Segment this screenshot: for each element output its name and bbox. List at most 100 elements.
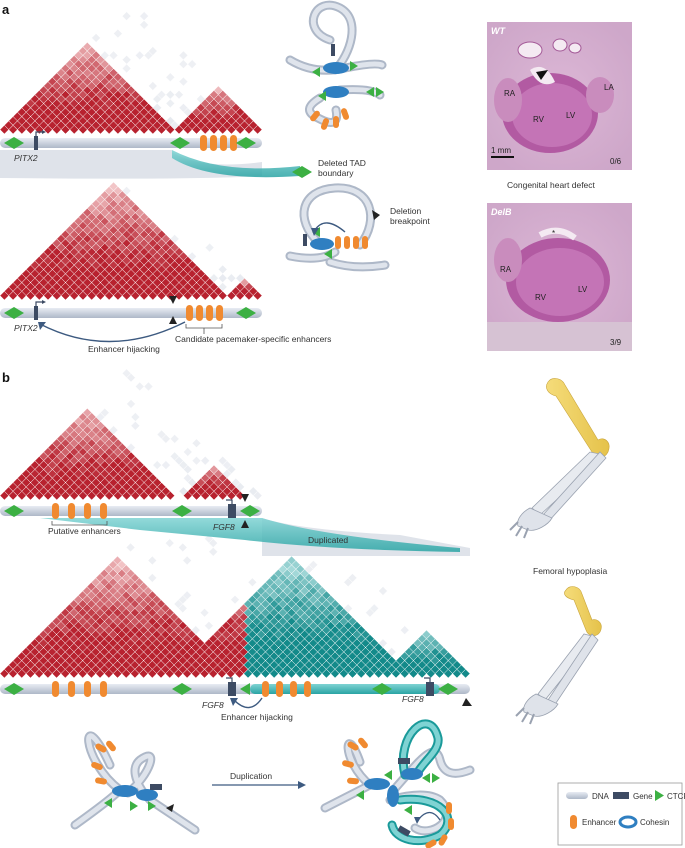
hic-cell [217, 290, 228, 301]
hic-cell [121, 55, 132, 65]
enhancer-hijacking-label: Enhancer hijacking [88, 344, 160, 354]
hic-cell [156, 89, 167, 100]
ctcf-site [172, 505, 192, 517]
ctcf-site [4, 307, 24, 319]
hic-heatmap-b-wildtype [0, 368, 263, 501]
hic-cell [369, 603, 379, 614]
hic-cell [130, 421, 141, 431]
hic-cell [100, 407, 110, 418]
ctcf-site [240, 683, 250, 695]
hic-cell [252, 490, 263, 501]
ctcf-site [172, 683, 192, 695]
hic-heatmap-a-deletion [0, 181, 263, 301]
rv-label: RV [533, 115, 545, 124]
legend-dna: DNA [592, 792, 610, 801]
dna-strand [0, 506, 262, 516]
bracket [51, 521, 108, 526]
candidate-enhancers-label: Candidate pacemaker-specific enhancers [175, 334, 331, 344]
gene-label-fgf8-right: FGF8 [402, 694, 424, 704]
legend-enhancer: Enhancer [582, 818, 617, 827]
hic-heatmap-a-wildtype [0, 11, 263, 135]
ctcf-site [170, 137, 190, 149]
chromatin-loop-diagram-a-top [285, 0, 387, 130]
breakpoint-arrows [169, 296, 177, 324]
genotype-label-wt: WT [491, 26, 506, 36]
hic-cell [178, 76, 189, 87]
hic-cell [347, 573, 358, 583]
genotype-label-delb: DelB [491, 207, 512, 217]
hic-cell [191, 455, 202, 466]
hic-cell [208, 547, 218, 557]
legend-gene: Gene [633, 792, 653, 801]
arrow-head [298, 781, 306, 789]
hic-cell [178, 59, 189, 69]
hic-cell [165, 72, 176, 82]
hic-cell [169, 434, 180, 444]
gene-fgf8-left [226, 677, 236, 696]
hic-cell [174, 89, 184, 100]
hic-cell [165, 490, 176, 501]
ra-label: RA [504, 89, 516, 98]
ratio-label: 3/9 [610, 338, 622, 347]
hic-cell [148, 81, 158, 91]
enhancer-cluster [200, 135, 237, 151]
legend-gene-icon [613, 792, 629, 799]
hic-cell [226, 273, 237, 283]
duplicated-dna-strand [250, 684, 440, 694]
legend-ctcf: CTCF [667, 792, 685, 801]
hic-cell [148, 46, 158, 56]
hic-cell [247, 577, 258, 587]
ratio-label: 0/6 [610, 157, 622, 166]
duplicated-region-projection [40, 518, 460, 552]
hic-cell [161, 434, 171, 444]
arrow-head [230, 698, 238, 706]
ctcf-site [372, 683, 392, 695]
hic-cell [200, 455, 210, 466]
duplicated-label: Duplicated [308, 535, 348, 545]
congenital-heart-defect-label: Congenital heart defect [507, 180, 596, 190]
enhancer-cluster [52, 503, 107, 519]
bone-illustration-wildtype [509, 378, 610, 539]
panel-label-b: b [2, 370, 10, 385]
tad-shadow [0, 150, 262, 179]
enhancer-cluster [186, 305, 223, 321]
bone-illustration-duplication [515, 586, 602, 725]
panel-label-a: a [2, 2, 10, 17]
gene-label-fgf8: FGF8 [213, 522, 235, 532]
hic-cell [108, 50, 119, 61]
hic-cell [121, 11, 132, 21]
bracket [185, 324, 223, 329]
hic-cell [217, 273, 228, 283]
hic-cell [252, 124, 263, 135]
hic-cell [199, 608, 210, 618]
la-label: LA [604, 83, 614, 92]
legend-enhancer-icon [570, 815, 577, 829]
hic-cell [121, 63, 132, 74]
ctcf-site [4, 505, 24, 517]
arrow-head [38, 322, 46, 330]
hic-cell [143, 381, 154, 392]
hic-cell [165, 538, 175, 548]
hic-cell [308, 560, 319, 570]
enhancer-hijacking-label: Enhancer hijacking [221, 712, 293, 722]
enhancer-hijacking-arrow [233, 697, 263, 709]
hic-cell [178, 603, 188, 614]
hic-cell [139, 20, 149, 30]
legend-dna-icon [566, 792, 588, 799]
ctcf-site [4, 683, 24, 695]
gene-pitx2 [34, 300, 46, 320]
hic-cell [252, 290, 263, 301]
hic-cell [204, 242, 215, 253]
deleted-region-projection [172, 150, 300, 178]
breakpoint-arrows [241, 494, 249, 528]
hic-cell [165, 98, 176, 109]
legend-ctcf-icon [655, 790, 664, 801]
femoral-hypoplasia-label: Femoral hypoplasia [533, 566, 607, 576]
legend-cohesin: Cohesin [640, 818, 669, 827]
hic-cell [187, 59, 197, 69]
hic-cell [191, 438, 202, 448]
chromatin-loop-diagram-a-bottom [285, 183, 390, 272]
dna-strand [0, 138, 262, 148]
enhancer-cluster [52, 681, 107, 697]
